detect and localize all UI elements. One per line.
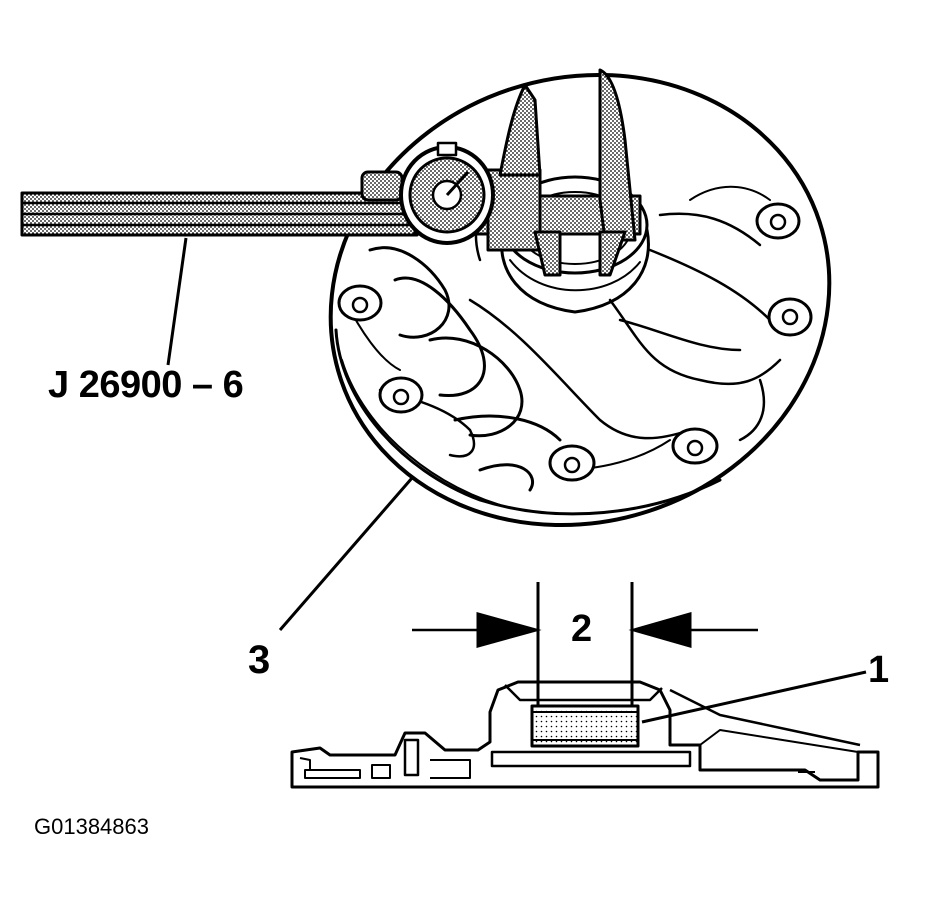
section-view <box>290 680 880 789</box>
tool-label: J 26900 – 6 <box>48 364 244 406</box>
bolt-boss <box>548 444 596 482</box>
leader-3 <box>278 477 414 631</box>
bolt-boss <box>337 284 383 322</box>
bolt-boss <box>767 297 813 337</box>
leader-tool <box>166 237 188 366</box>
bolt-bosses <box>337 202 813 482</box>
dial-caliper <box>20 68 642 277</box>
bolt-boss <box>378 376 424 414</box>
bolt-boss <box>755 202 801 240</box>
callout-3: 3 <box>248 638 271 682</box>
callout-1: 1 <box>868 649 890 691</box>
callout-2: 2 <box>571 608 593 650</box>
figure-id: G01384863 <box>34 814 149 839</box>
leader-1 <box>641 670 867 724</box>
bolt-boss <box>671 427 719 465</box>
dimension-2 <box>412 582 758 705</box>
